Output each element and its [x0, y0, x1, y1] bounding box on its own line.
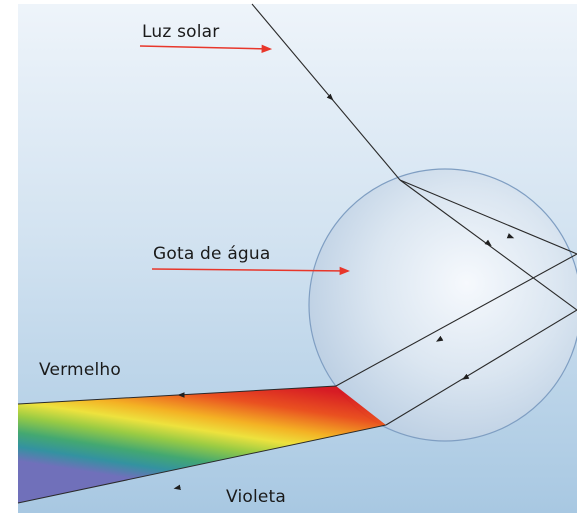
water-drop-pointer-arrow [151, 266, 351, 276]
reflected-ray-violet [385, 309, 577, 426]
label-sunlight: Luz solar [142, 22, 219, 42]
exit-ray-violet [17, 424, 387, 504]
reflected-ray-red [335, 253, 577, 387]
color-spectrum-band [18, 386, 386, 503]
refracted-ray-upper [399, 179, 577, 255]
label-violet: Violeta [226, 487, 286, 507]
label-water-drop: Gota de água [153, 244, 271, 264]
exit-ray-red [17, 385, 337, 405]
sunlight-pointer-arrow [139, 44, 273, 54]
label-red: Vermelho [39, 360, 121, 380]
incident-sun-ray [251, 3, 401, 181]
